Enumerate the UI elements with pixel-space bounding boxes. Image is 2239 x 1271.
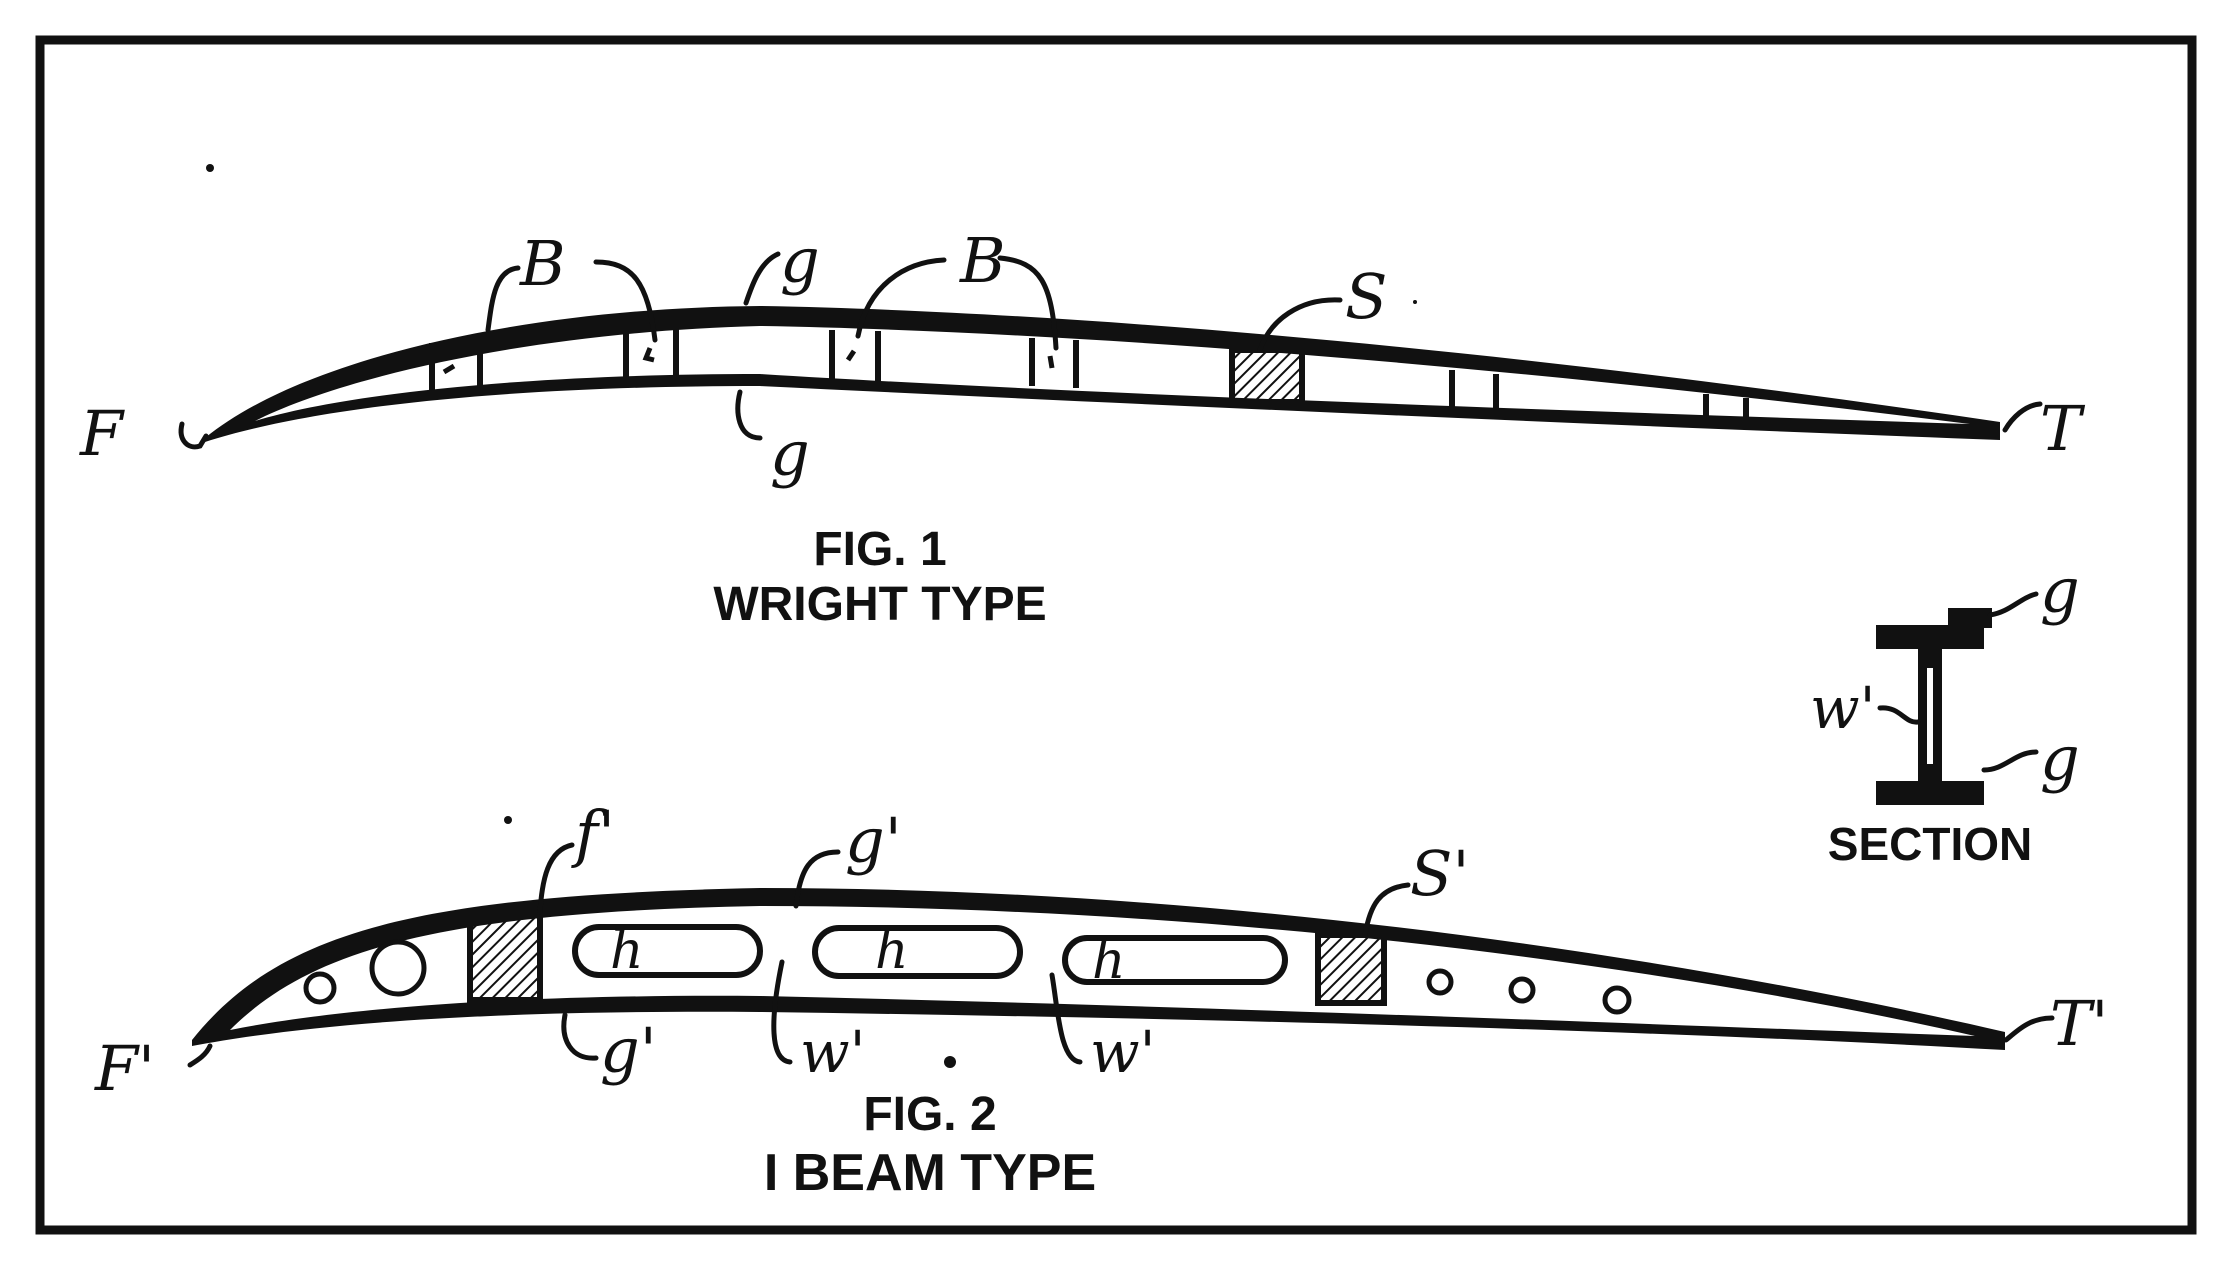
fig1-label-bottom-flange: g — [770, 417, 810, 490]
fig2-label-g-top: g' — [845, 804, 902, 877]
section-web-slot — [1927, 668, 1933, 764]
fig1-spar — [1229, 347, 1305, 405]
section-label-web: w' — [1810, 674, 1876, 742]
fig2-hole-2 — [812, 925, 1023, 979]
section-top-flange — [1876, 625, 1984, 649]
fig2-label-web-1: w' — [800, 1018, 866, 1086]
fig2-hole-1 — [572, 924, 763, 978]
fig1-label-ribs-left: B — [519, 227, 566, 300]
drawing-frame — [35, 35, 2197, 1235]
section-label-top: g — [2040, 554, 2080, 627]
fig1-wing-section: F T B B g g S FIG. 1 WRIGHT TYPE — [79, 224, 2086, 631]
fig1-caption: FIG. 1 — [813, 523, 946, 576]
section-caption: SECTION — [1828, 818, 2032, 870]
fig2-front-spar — [467, 909, 543, 1003]
fig2-label-front: F' — [94, 1032, 155, 1105]
fig2-wing-section: F' T' f' g' S' g' w' w' h h h FIG. 2 I B… — [94, 797, 2108, 1202]
fig1-label-ribs-right: B — [959, 224, 1006, 297]
fig2-label-g-bottom: g' — [600, 1014, 657, 1087]
fig2-caption: FIG. 2 — [863, 1088, 996, 1141]
fig2-label-spar: S' — [1410, 837, 1470, 910]
fig2-subcaption: I BEAM TYPE — [764, 1144, 1096, 1202]
section-label-bottom: g — [2040, 722, 2080, 795]
fig1-label-spar: S — [1345, 260, 1387, 333]
fig2-rear-spar — [1315, 932, 1387, 1006]
fig1-label-tail: T — [2040, 392, 2086, 465]
fig1-label-front: F — [79, 397, 125, 470]
fig1-leaders — [178, 251, 2043, 450]
section-leaders — [1877, 591, 2039, 773]
section-bottom-flange — [1876, 781, 1984, 805]
section-ibeam: g w' g SECTION — [1810, 554, 2080, 870]
fig2-label-flange-top: f' — [571, 797, 615, 870]
section-top-flange-cap — [1948, 608, 1992, 628]
fig2-label-hole-2: h — [875, 921, 909, 981]
fig2-label-tail: T' — [2050, 987, 2108, 1060]
stray-dots — [206, 164, 1417, 1068]
fig1-label-top-flange: g — [780, 224, 820, 297]
fig2-label-hole-3: h — [1092, 931, 1126, 991]
fig1-inner-cavity — [255, 326, 1970, 424]
fig2-label-web-2: w' — [1090, 1018, 1156, 1086]
fig2-leaders — [187, 842, 2055, 1068]
fig1-subcaption: WRIGHT TYPE — [713, 578, 1046, 631]
fig1-nail-marks — [442, 347, 1055, 375]
fig2-circles — [303, 939, 1632, 1015]
fig2-label-hole-1: h — [610, 921, 644, 981]
fig2-hole-3 — [1062, 935, 1288, 985]
fig1-ribs — [429, 326, 1749, 423]
